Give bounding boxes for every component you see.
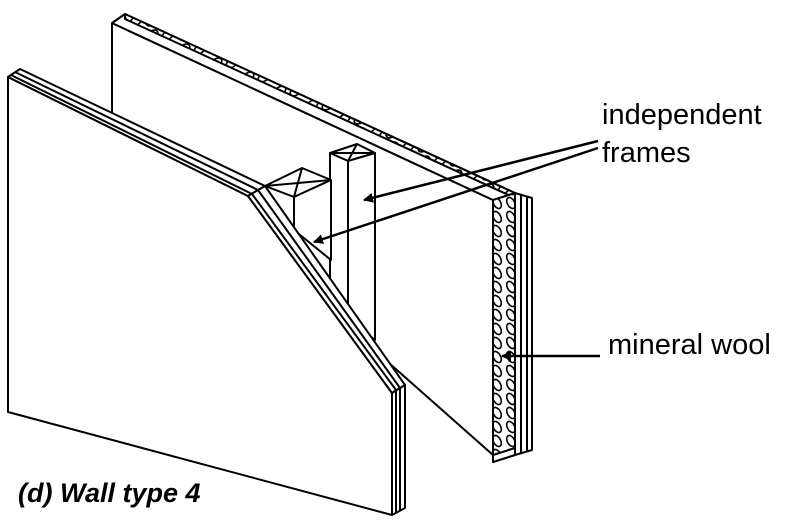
arrow-to-back-frame [363, 139, 599, 203]
arrow-to-front-frame [313, 146, 599, 244]
front-wall-side-edge [391, 384, 406, 516]
back-board-edge [514, 192, 533, 456]
back-wall-side-wool [492, 192, 516, 463]
frames-label-line1: independent [602, 99, 762, 131]
figure-caption: (d) Wall type 4 [18, 478, 201, 508]
frames-label-line2: frames [602, 137, 691, 169]
mineral-wool-label: mineral wool [608, 329, 771, 361]
front-wall-leaf [7, 68, 406, 516]
